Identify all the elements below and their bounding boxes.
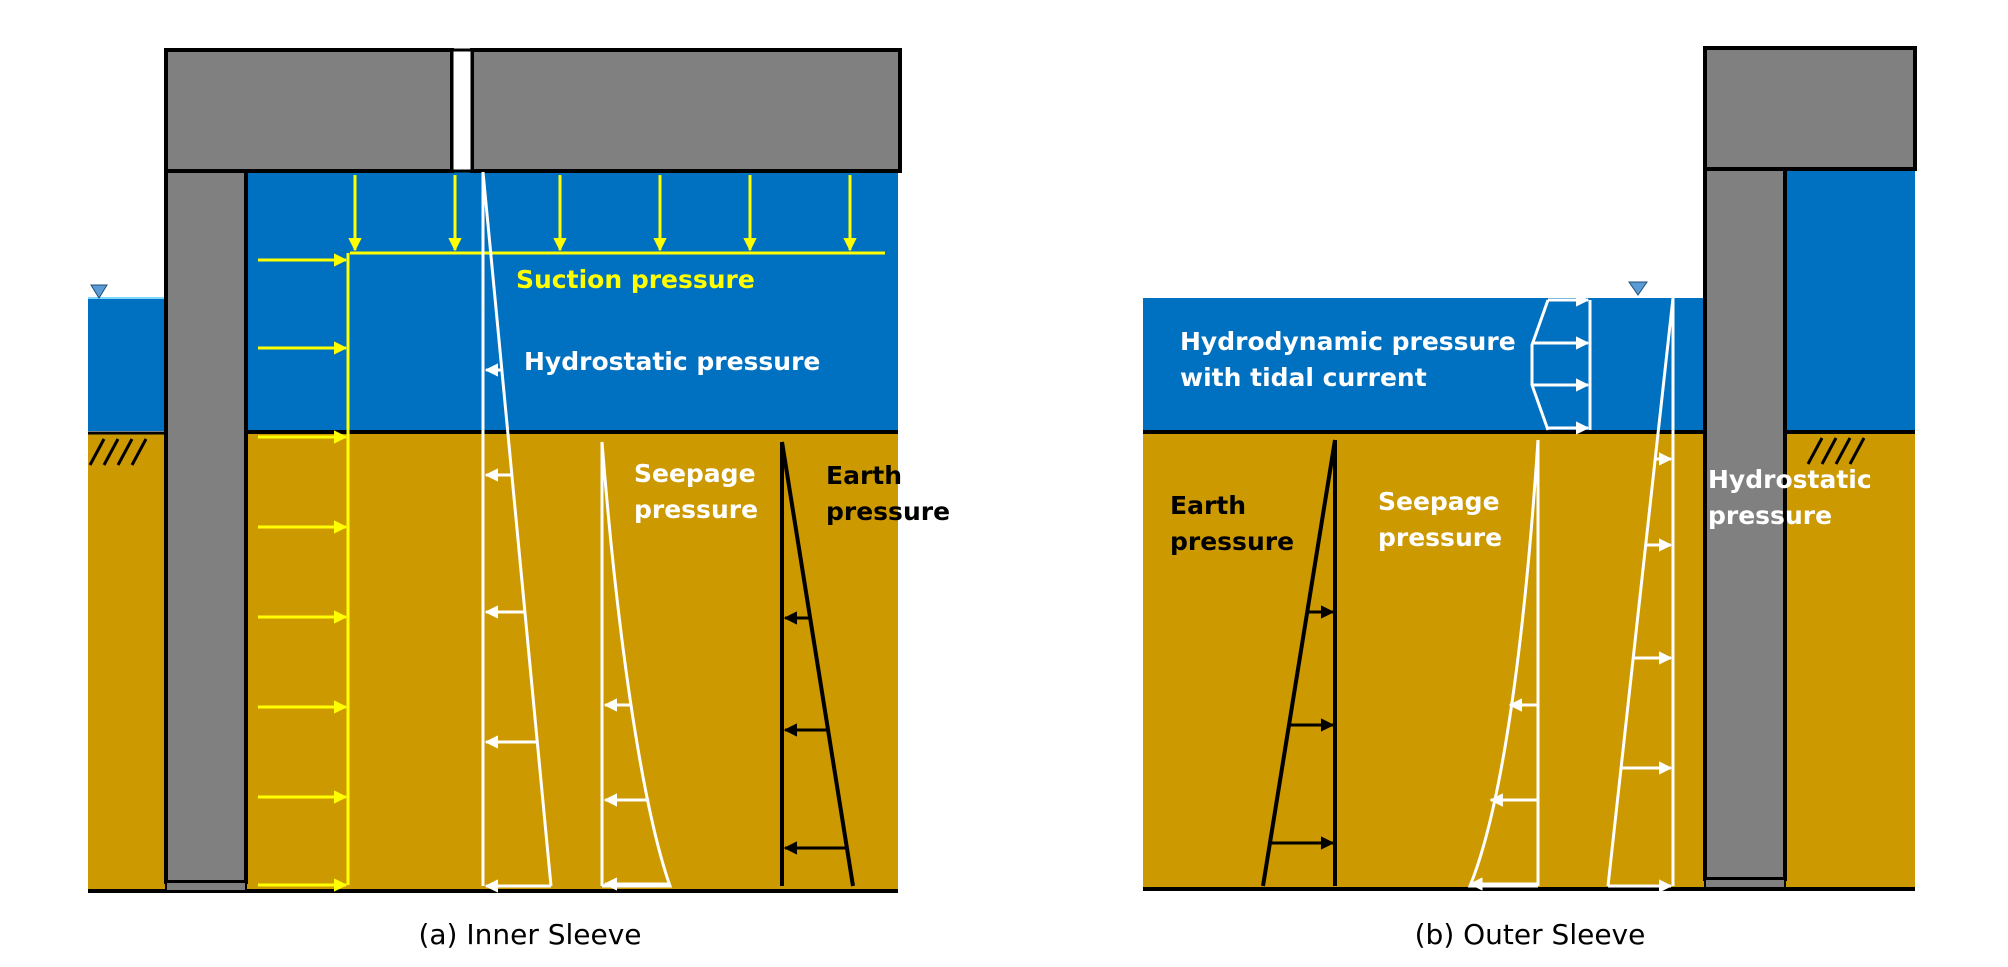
- hydrodynamic-pressure-diagram: [1530, 293, 1592, 435]
- hatch-icon: [88, 438, 148, 466]
- lid-vent-gap: [450, 48, 474, 173]
- earth-pressure-label-line1: Earth: [1170, 491, 1246, 520]
- top-lid-left: [164, 48, 454, 173]
- top-lid-right: [470, 48, 902, 173]
- hydrostatic-pressure-label: Hydrostatic pressure: [524, 347, 820, 376]
- outer-water-region: [88, 298, 166, 431]
- inner-water-region: [1785, 170, 1915, 431]
- sleeve-wall: [1703, 167, 1787, 881]
- hydrostatic-pressure-label-line2: pressure: [1708, 501, 1832, 530]
- earth-pressure-diagram: [780, 441, 855, 887]
- seepage-pressure-label-line2: pressure: [634, 495, 758, 524]
- inner-soil-region: [1785, 433, 1915, 888]
- inner-water-region: [246, 172, 898, 432]
- outer-water-region: [1143, 298, 1705, 431]
- hydrostatic-pressure-diagram: [1606, 297, 1675, 893]
- earth-pressure-diagram: [1261, 439, 1337, 887]
- top-lid: [1703, 46, 1917, 171]
- seepage-pressure-diagram: [1467, 439, 1540, 891]
- panel-inner-sleeve: Suction pressure Hydrostatic pressure Se…: [88, 48, 950, 951]
- earth-pressure-label-line2: pressure: [1170, 527, 1294, 556]
- hydrodynamic-pressure-label-line1: Hydrodynamic pressure: [1180, 327, 1516, 356]
- wall-base: [165, 881, 247, 892]
- earth-pressure-label-line1: Earth: [826, 461, 902, 490]
- inner-soil-region: [246, 433, 898, 890]
- hydrodynamic-pressure-label-line2: with tidal current: [1180, 363, 1427, 392]
- seepage-pressure-label-line1: Seepage: [634, 459, 756, 488]
- suction-pressure-label: Suction pressure: [516, 265, 755, 294]
- seepage-pressure-diagram: [600, 441, 673, 891]
- wall-base: [1704, 878, 1786, 889]
- seepage-pressure-label-line1: Seepage: [1378, 487, 1500, 516]
- hydrostatic-pressure-label-line1: Hydrostatic: [1708, 465, 1872, 494]
- seepage-pressure-label-line2: pressure: [1378, 523, 1502, 552]
- inverted-triangle-icon: [1628, 281, 1648, 296]
- outer-soil-region: [88, 433, 166, 890]
- suction-pressure-diagram: [258, 175, 885, 892]
- earth-pressure-label-line2: pressure: [826, 497, 950, 526]
- caption-inner-sleeve: (a) Inner Sleeve: [418, 918, 641, 951]
- sleeve-wall: [164, 169, 248, 884]
- hydrostatic-pressure-diagram: [481, 171, 553, 893]
- hatch-icon: [1806, 437, 1866, 465]
- outer-soil-region: [1143, 433, 1705, 888]
- inverted-triangle-icon: [90, 284, 108, 299]
- caption-outer-sleeve: (b) Outer Sleeve: [1415, 918, 1646, 951]
- panel-outer-sleeve: Hydrodynamic pressure with tidal current…: [1143, 46, 1917, 951]
